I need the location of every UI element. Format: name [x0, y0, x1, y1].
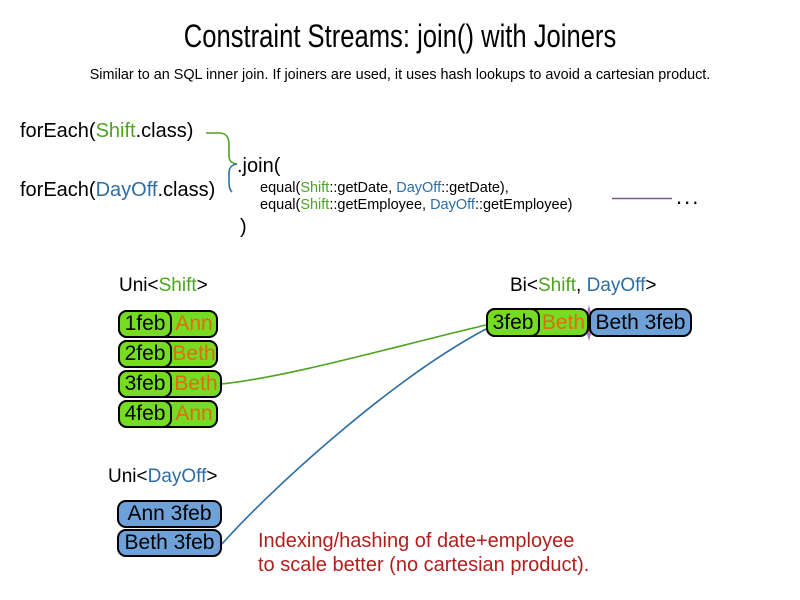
- shift-row: 3feb Beth: [118, 370, 222, 398]
- shift-row: 4feb Ann: [118, 400, 218, 428]
- bi-row-date: 3feb: [486, 308, 540, 337]
- dayoff-row: Ann 3feb: [117, 500, 222, 528]
- shift-to-bi-line: [220, 324, 487, 385]
- shift-row-name: Ann: [175, 402, 213, 425]
- bi-row-shift-part: 3feb Beth: [486, 308, 589, 337]
- shift-token: Shift: [300, 180, 330, 196]
- note-line1: Indexing/hashing of date+employee: [258, 530, 575, 552]
- shift-row: 2feb Beth: [118, 340, 218, 368]
- shift-row: 1feb Ann: [118, 310, 218, 338]
- note-text: Indexing/hashing of date+employee to sca…: [258, 529, 589, 577]
- code-text: equal(: [260, 180, 301, 196]
- bi-title: Bi<Shift, DayOff>: [510, 275, 656, 297]
- code-text: ::getDate,: [329, 180, 397, 196]
- slide-title: Constraint Streams: join() with Joiners: [183, 18, 617, 54]
- shift-row-name: Beth: [174, 372, 218, 395]
- code-text: .class): [135, 120, 194, 142]
- code-joiner-date: equal(Shift::getDate, DayOff::getDate),: [260, 180, 509, 196]
- shift-row-name: Ann: [175, 312, 213, 335]
- code-foreach-dayoff: forEach(DayOff.class): [20, 179, 215, 202]
- code-text: ::getEmployee): [474, 197, 573, 213]
- code-text: ::getEmployee,: [329, 197, 431, 213]
- title-text: Uni<: [108, 466, 148, 487]
- bi-row-dayoff-part: Beth 3feb: [589, 308, 692, 337]
- dayoff-class-token: DayOff: [95, 179, 158, 201]
- code-text: ::getDate),: [441, 180, 509, 196]
- ellipsis: ...: [676, 184, 701, 209]
- code-join-close: ): [240, 216, 247, 238]
- dayoff-token: DayOff: [147, 466, 207, 487]
- dayoff-token: DayOff: [586, 275, 646, 296]
- title-text: >: [645, 275, 657, 296]
- title-text: ,: [576, 275, 587, 296]
- code-join-open: .join(: [237, 155, 281, 177]
- code-text: forEach(: [20, 179, 96, 201]
- shift-token: Shift: [300, 197, 330, 213]
- shift-row-date: 4feb: [118, 400, 172, 428]
- bi-row-name: Beth: [541, 310, 586, 334]
- slide-subtitle: Similar to an SQL inner join. If joiners…: [89, 66, 711, 83]
- dayoff-token: DayOff: [430, 197, 475, 213]
- shift-class-token: Shift: [95, 120, 136, 142]
- uni-shift-title: Uni<Shift>: [119, 275, 208, 297]
- dayoff-token: DayOff: [396, 180, 442, 196]
- shift-row-name: Beth: [172, 342, 216, 365]
- dayoff-row: Beth 3feb: [117, 529, 222, 557]
- title-text: >: [206, 466, 218, 487]
- brace-dayoff-line: [228, 163, 238, 193]
- dayoff-to-bi-line: [221, 328, 487, 545]
- shift-row-date: 3feb: [118, 370, 172, 398]
- title-text: Uni<: [119, 275, 159, 296]
- code-joiner-employee: equal(Shift::getEmployee, DayOff::getEmp…: [260, 197, 572, 213]
- note-line2: to scale better (no cartesian product).: [258, 554, 590, 576]
- code-text: equal(: [260, 197, 301, 213]
- brace-shift-line: [206, 132, 238, 165]
- code-foreach-shift: forEach(Shift.class): [20, 120, 193, 143]
- shift-token: Shift: [158, 275, 197, 296]
- shift-row-date: 1feb: [118, 310, 172, 338]
- code-text: .class): [157, 179, 216, 201]
- title-text: >: [196, 275, 208, 296]
- shift-token: Shift: [538, 275, 577, 296]
- shift-row-date: 2feb: [118, 340, 172, 368]
- code-text: forEach(: [20, 120, 96, 142]
- uni-dayoff-title: Uni<DayOff>: [108, 466, 218, 488]
- title-text: Bi<: [510, 275, 538, 296]
